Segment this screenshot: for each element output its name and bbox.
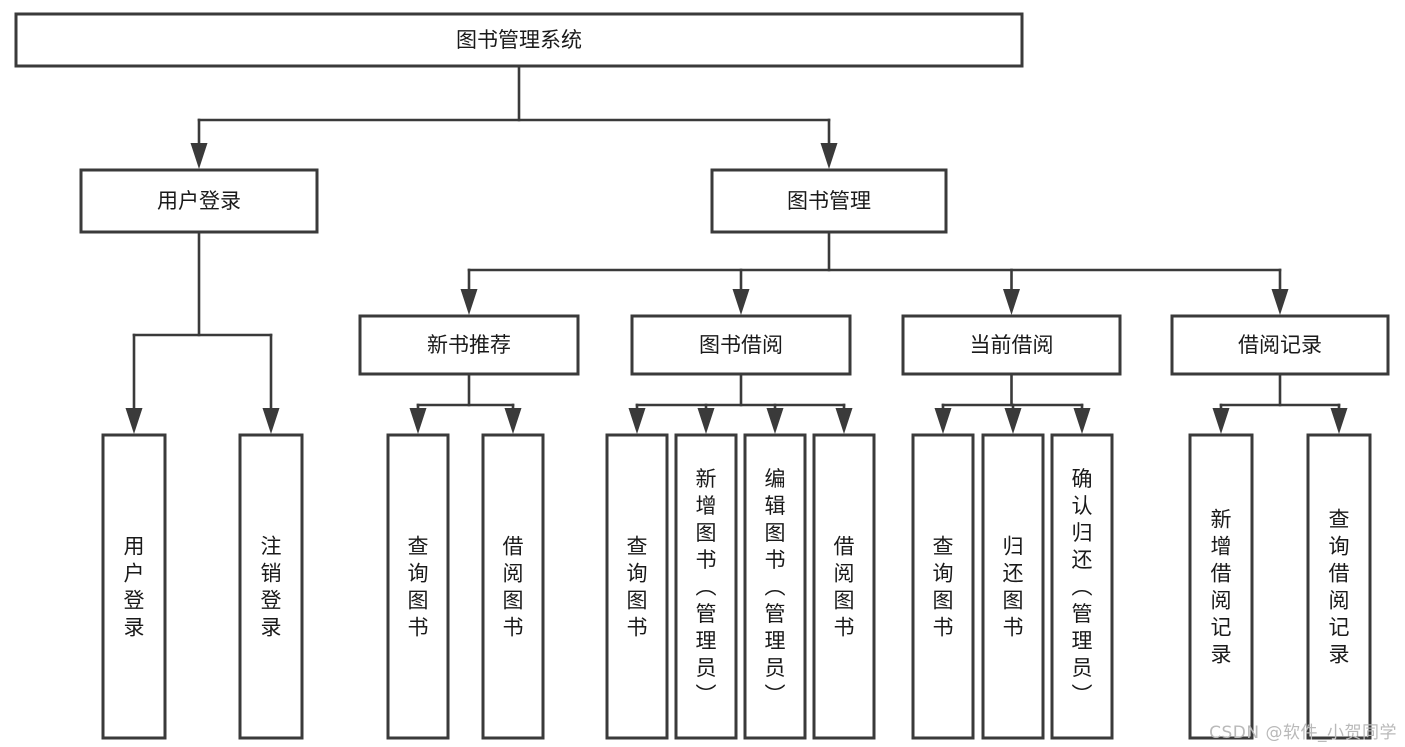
connector-group-new-book-rec (409, 372, 522, 434)
node-label-leaf-query-book-cur: 查询图书 (933, 535, 954, 640)
node-box-leaf-borrow-book-rec[interactable] (481, 433, 545, 740)
node-box-book-borrow[interactable] (630, 314, 852, 376)
node-borrow-record[interactable]: 借阅记录 (1170, 314, 1390, 376)
connector-group-borrow-record (1212, 372, 1348, 434)
node-box-leaf-confirm-return[interactable] (1050, 433, 1114, 740)
node-leaf-return-book[interactable]: 归还图书 (981, 433, 1045, 740)
node-label-leaf-borrow-book-rec: 借阅图书 (503, 535, 524, 640)
node-leaf-confirm-return[interactable]: 确认归还︵管理员︶ (1050, 433, 1114, 740)
node-label-leaf-logout: 注销登录 (261, 535, 282, 640)
node-label-book-manage: 图书管理 (787, 189, 871, 213)
connector-group-current-borrow (934, 372, 1091, 434)
node-box-current-borrow[interactable] (901, 314, 1122, 376)
connector-layer (125, 64, 1348, 434)
node-box-leaf-query-book[interactable] (605, 433, 669, 740)
node-leaf-edit-book[interactable]: 编辑图书︵管理员︶ (743, 433, 807, 740)
connector-group-user-login (125, 230, 280, 434)
node-leaf-logout[interactable]: 注销登录 (238, 433, 304, 740)
node-root[interactable]: 图书管理系统 (14, 12, 1024, 68)
node-leaf-query-book-cur[interactable]: 查询图书 (911, 433, 975, 740)
csdn-watermark: CSDN @软件_小贺同学 (1209, 723, 1397, 743)
node-label-leaf-add-record: 新增借阅记录 (1211, 508, 1232, 667)
connector-group-book-borrow (628, 372, 853, 434)
node-leaf-borrow-book-rec[interactable]: 借阅图书 (481, 433, 545, 740)
connector-group-root (190, 64, 838, 169)
node-label-leaf-add-book: 新增图书︵管理员︶ (696, 467, 717, 707)
node-box-leaf-logout[interactable] (238, 433, 304, 740)
node-box-leaf-add-book[interactable] (674, 433, 738, 740)
node-label-leaf-query-book: 查询图书 (627, 535, 648, 640)
node-leaf-add-book[interactable]: 新增图书︵管理员︶ (674, 433, 738, 740)
node-current-borrow[interactable]: 当前借阅 (901, 314, 1122, 376)
node-box-book-manage[interactable] (710, 168, 948, 234)
node-label-leaf-query-record: 查询借阅记录 (1329, 508, 1350, 667)
node-label-current-borrow: 当前借阅 (970, 333, 1054, 357)
node-label-book-borrow: 图书借阅 (699, 333, 783, 357)
node-book-manage[interactable]: 图书管理 (710, 168, 948, 234)
node-label-root: 图书管理系统 (456, 28, 582, 52)
node-label-leaf-borrow-book: 借阅图书 (834, 535, 855, 640)
node-box-leaf-borrow-book[interactable] (812, 433, 876, 740)
node-label-leaf-edit-book: 编辑图书︵管理员︶ (765, 467, 786, 707)
node-leaf-add-record[interactable]: 新增借阅记录 (1188, 433, 1254, 740)
node-label-new-book-rec: 新书推荐 (427, 333, 511, 357)
node-box-leaf-add-record[interactable] (1188, 433, 1254, 740)
node-label-borrow-record: 借阅记录 (1238, 333, 1322, 357)
node-label-user-login: 用户登录 (157, 189, 241, 213)
connector-group-book-manage (460, 230, 1289, 315)
node-box-leaf-user-login[interactable] (101, 433, 167, 740)
node-box-root[interactable] (14, 12, 1024, 68)
node-box-borrow-record[interactable] (1170, 314, 1390, 376)
node-box-new-book-rec[interactable] (358, 314, 580, 376)
node-user-login[interactable]: 用户登录 (79, 168, 319, 234)
node-book-borrow[interactable]: 图书借阅 (630, 314, 852, 376)
node-label-leaf-query-book-rec: 查询图书 (408, 535, 429, 640)
node-new-book-rec[interactable]: 新书推荐 (358, 314, 580, 376)
node-box-leaf-query-book-rec[interactable] (386, 433, 450, 740)
node-box-user-login[interactable] (79, 168, 319, 234)
node-box-leaf-edit-book[interactable] (743, 433, 807, 740)
node-box-leaf-return-book[interactable] (981, 433, 1045, 740)
node-layer: 图书管理系统用户登录图书管理新书推荐图书借阅当前借阅借阅记录用户登录注销登录查询… (14, 12, 1390, 740)
node-box-leaf-query-record[interactable] (1306, 433, 1372, 740)
node-label-leaf-confirm-return: 确认归还︵管理员︶ (1072, 467, 1093, 707)
node-leaf-query-book-rec[interactable]: 查询图书 (386, 433, 450, 740)
node-label-leaf-return-book: 归还图书 (1003, 535, 1024, 640)
node-leaf-query-book[interactable]: 查询图书 (605, 433, 669, 740)
node-leaf-borrow-book[interactable]: 借阅图书 (812, 433, 876, 740)
node-leaf-user-login[interactable]: 用户登录 (101, 433, 167, 740)
node-leaf-query-record[interactable]: 查询借阅记录 (1306, 433, 1372, 740)
node-label-leaf-user-login: 用户登录 (124, 535, 145, 640)
node-box-leaf-query-book-cur[interactable] (911, 433, 975, 740)
